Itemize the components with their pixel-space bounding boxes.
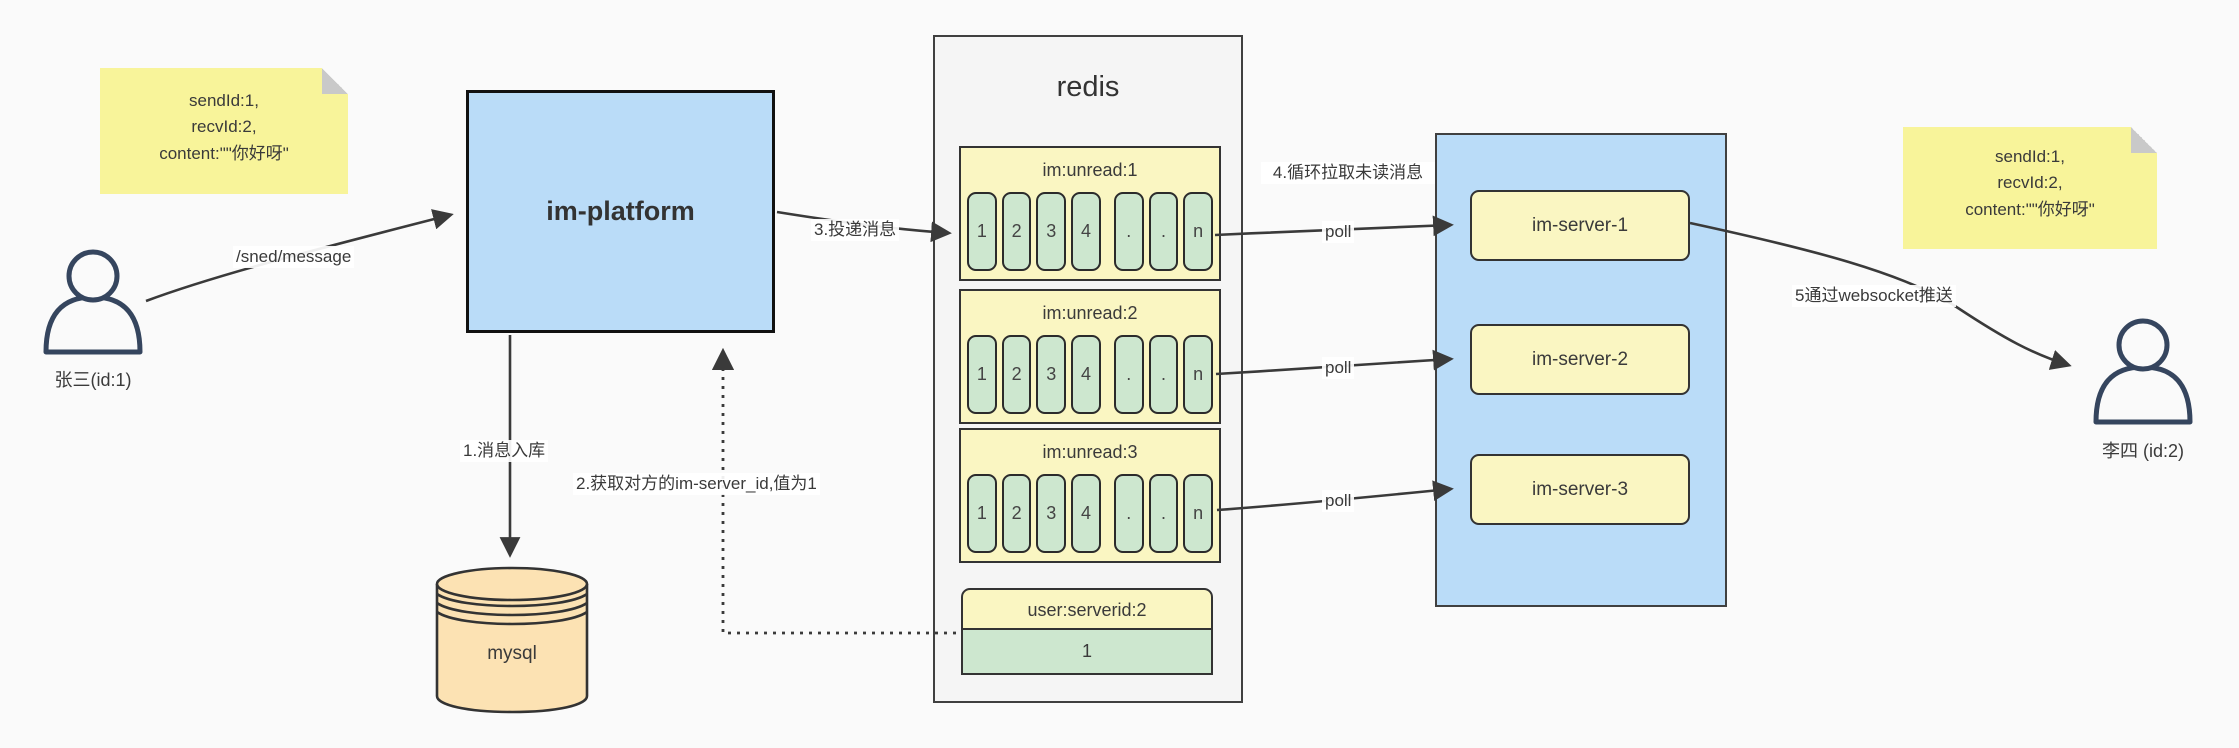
queue-cell: 3 [1036, 335, 1067, 414]
queue-im-unread-1: im:unread:1 1 2 3 4 . . n [959, 146, 1221, 281]
queue-cell: 4 [1071, 335, 1101, 414]
note-line: content:""你好呀" [159, 143, 289, 163]
note-line: sendId:1, [1995, 147, 2065, 166]
queue-cell: 3 [1036, 474, 1067, 553]
label-step1: 1.消息入库 [460, 440, 549, 463]
queue-cell: 2 [1001, 335, 1032, 414]
queue-cell: . [1148, 192, 1179, 271]
queue-cell: 3 [1036, 192, 1067, 271]
queue-cells: 1 2 3 4 . . n [961, 192, 1219, 271]
queue-cell: . [1113, 335, 1144, 414]
queue-cell: 1 [967, 192, 997, 271]
label-step3: 3.投递消息 [811, 219, 900, 242]
redis-container: redis im:unread:1 1 2 3 4 . . n im:unrea… [933, 35, 1243, 703]
note-line: sendId:1, [189, 91, 259, 110]
user-serverid-key: user:serverid:2 [961, 588, 1213, 630]
note-line: content:""你好呀" [1965, 199, 2095, 219]
queue-cell: 4 [1071, 192, 1101, 271]
queue-cell: . [1113, 474, 1144, 553]
queue-cell: n [1183, 474, 1214, 553]
queue-cells: 1 2 3 4 . . n [961, 474, 1219, 553]
im-platform-label: im-platform [546, 196, 695, 226]
label-poll-2: poll [1322, 357, 1355, 380]
im-server-cluster: im-server-1 im-server-2 im-server-3 [1435, 133, 1727, 607]
label-step2: 2.获取对方的im-server_id,值为1 [573, 473, 820, 496]
label-mysql: mysql [487, 643, 537, 664]
queue-cell: 1 [967, 474, 997, 553]
queue-cell: 1 [967, 335, 997, 414]
label-sender: 张三(id:1) [54, 370, 132, 390]
im-server-2-box: im-server-2 [1470, 324, 1690, 395]
queue-cell: . [1113, 192, 1144, 271]
sticky-note-right: sendId:1, recvId:2, content:""你好呀" [1903, 127, 2157, 249]
label-step5: 5通过websocket推送 [1792, 285, 1956, 308]
note-line: recvId:2, [191, 117, 257, 137]
user-serverid-box: user:serverid:2 1 [961, 588, 1213, 675]
queue-cell: 2 [1001, 192, 1032, 271]
queue-im-unread-3: im:unread:3 1 2 3 4 . . n [959, 428, 1221, 563]
user-serverid-value: 1 [961, 630, 1213, 675]
label-receiver: 李四 (id:2) [2101, 441, 2184, 461]
queue-header: im:unread:3 [1042, 442, 1138, 462]
label-poll-3: poll [1322, 490, 1355, 513]
redis-title: redis [1056, 71, 1120, 103]
label-send-api: /sned/message [233, 246, 355, 269]
queue-cells: 1 2 3 4 . . n [961, 335, 1219, 414]
user-sender-icon [43, 249, 143, 355]
queue-cell: n [1183, 192, 1214, 271]
im-server-2-label: im-server-2 [1531, 348, 1629, 370]
note-fold-icon [322, 68, 348, 94]
im-server-3-box: im-server-3 [1470, 454, 1690, 525]
queue-cell: . [1148, 335, 1179, 414]
queue-header: im:unread:1 [1042, 160, 1138, 180]
queue-im-unread-2: im:unread:2 1 2 3 4 . . n [959, 289, 1221, 424]
note-line: recvId:2, [1997, 173, 2063, 193]
im-server-1-label: im-server-1 [1531, 214, 1629, 236]
user-receiver-icon [2093, 318, 2193, 425]
note-fold-icon [2131, 127, 2157, 153]
mysql-cylinder-icon [435, 566, 589, 714]
label-poll-1: poll [1322, 221, 1355, 244]
im-server-3-label: im-server-3 [1531, 478, 1629, 500]
sticky-note-left: sendId:1, recvId:2, content:""你好呀" [100, 68, 348, 194]
label-step4: 4.循环拉取未读消息 [1261, 162, 1435, 185]
queue-cell: n [1183, 335, 1214, 414]
queue-cell: 4 [1071, 474, 1101, 553]
queue-cell: 2 [1001, 474, 1032, 553]
im-server-1-box: im-server-1 [1470, 190, 1690, 261]
queue-header: im:unread:2 [1042, 303, 1138, 323]
im-platform-box: im-platform [466, 90, 775, 333]
queue-cell: . [1148, 474, 1179, 553]
